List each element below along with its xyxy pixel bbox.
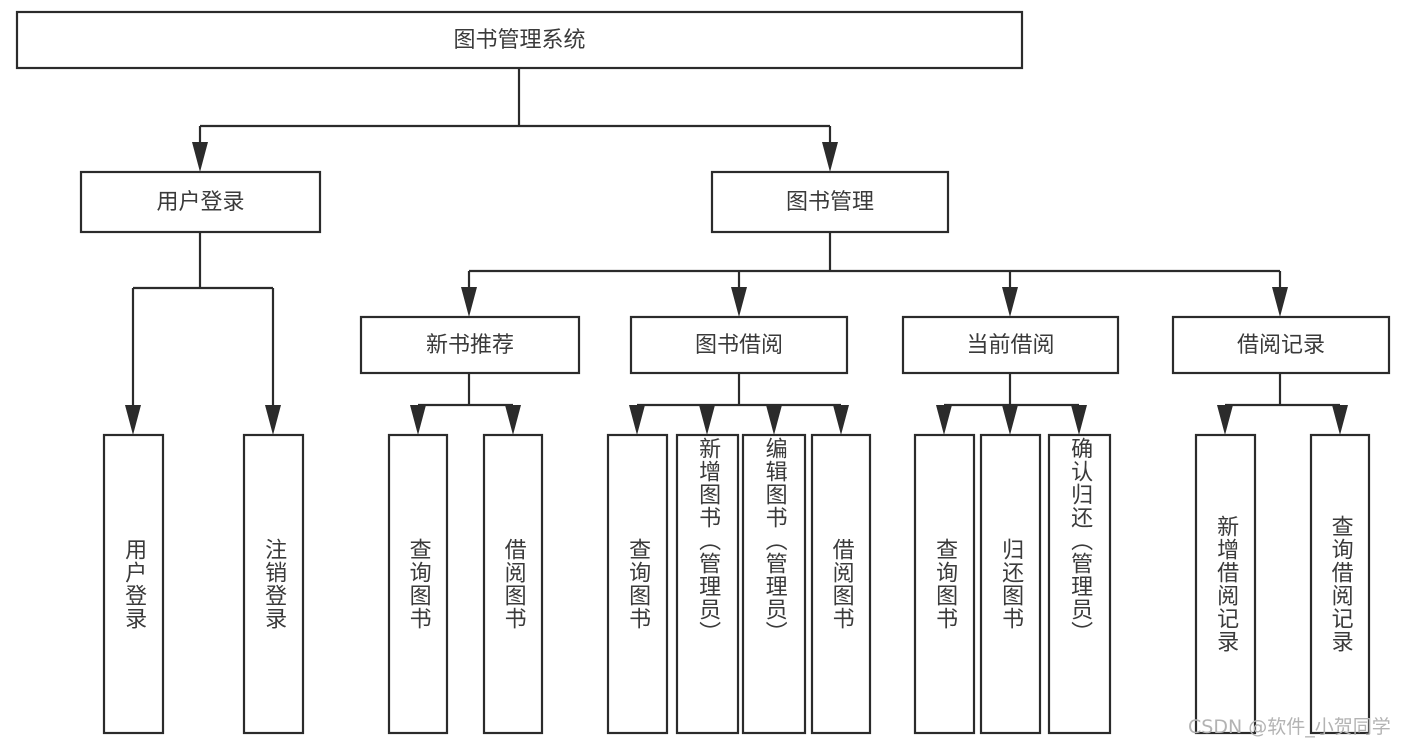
node-label-level3-0: 新书推荐 bbox=[426, 333, 514, 358]
node-box-level2-0[interactable] bbox=[79, 170, 322, 234]
node-box-leaf-8[interactable] bbox=[913, 433, 976, 735]
node-label-level3-2: 当前借阅 bbox=[966, 333, 1054, 358]
arrow-head-icon bbox=[265, 405, 281, 435]
arrow-head-icon bbox=[822, 142, 838, 172]
node-box-leaf-4[interactable] bbox=[606, 433, 669, 735]
arrow-head-icon bbox=[1002, 287, 1018, 317]
node-label-level3-3: 借阅记录 bbox=[1237, 333, 1325, 358]
node-box-leaf-7[interactable] bbox=[810, 433, 872, 735]
node-label-level2-1: 图书管理 bbox=[786, 190, 874, 215]
node-box-root[interactable] bbox=[15, 10, 1024, 70]
arrow-head-icon bbox=[1217, 405, 1233, 435]
arrow-head-icon bbox=[461, 287, 477, 317]
node-box-leaf-9[interactable] bbox=[979, 433, 1042, 735]
node-box-level3-2[interactable] bbox=[901, 315, 1120, 375]
node-box-leaf-0[interactable] bbox=[102, 433, 165, 735]
arrow-head-icon bbox=[1272, 287, 1288, 317]
node-box-leaf-11[interactable] bbox=[1194, 433, 1257, 735]
arrow-head-icon bbox=[410, 405, 426, 435]
arrow-head-icon bbox=[1332, 405, 1348, 435]
node-box-leaf-12[interactable] bbox=[1309, 433, 1371, 735]
node-box-layer bbox=[15, 10, 1391, 735]
arrow-head-icon bbox=[192, 142, 208, 172]
connector-layer bbox=[125, 68, 1348, 435]
arrow-head-icon bbox=[125, 405, 141, 435]
node-label-root: 图书管理系统 bbox=[453, 28, 585, 53]
node-label-level2-0: 用户登录 bbox=[156, 190, 244, 215]
node-box-leaf-10[interactable] bbox=[1047, 433, 1112, 735]
node-box-leaf-6[interactable] bbox=[741, 433, 807, 735]
node-box-leaf-2[interactable] bbox=[387, 433, 449, 735]
node-box-level3-1[interactable] bbox=[629, 315, 849, 375]
node-box-level2-1[interactable] bbox=[710, 170, 950, 234]
node-box-level3-0[interactable] bbox=[359, 315, 581, 375]
node-box-level3-3[interactable] bbox=[1171, 315, 1391, 375]
arrow-head-icon bbox=[505, 405, 521, 435]
arrow-head-icon bbox=[699, 405, 715, 435]
arrow-head-icon bbox=[1002, 405, 1018, 435]
arrow-head-icon bbox=[936, 405, 952, 435]
arrow-head-icon bbox=[1071, 405, 1087, 435]
watermark-text: CSDN @软件_小贺同学 bbox=[1188, 716, 1391, 738]
arrow-head-icon bbox=[833, 405, 849, 435]
node-label-level3-1: 图书借阅 bbox=[695, 333, 783, 358]
node-box-leaf-5[interactable] bbox=[675, 433, 740, 735]
arrow-head-icon bbox=[766, 405, 782, 435]
arrow-head-icon bbox=[731, 287, 747, 317]
node-box-leaf-1[interactable] bbox=[242, 433, 305, 735]
node-box-leaf-3[interactable] bbox=[482, 433, 544, 735]
arrow-head-icon bbox=[629, 405, 645, 435]
